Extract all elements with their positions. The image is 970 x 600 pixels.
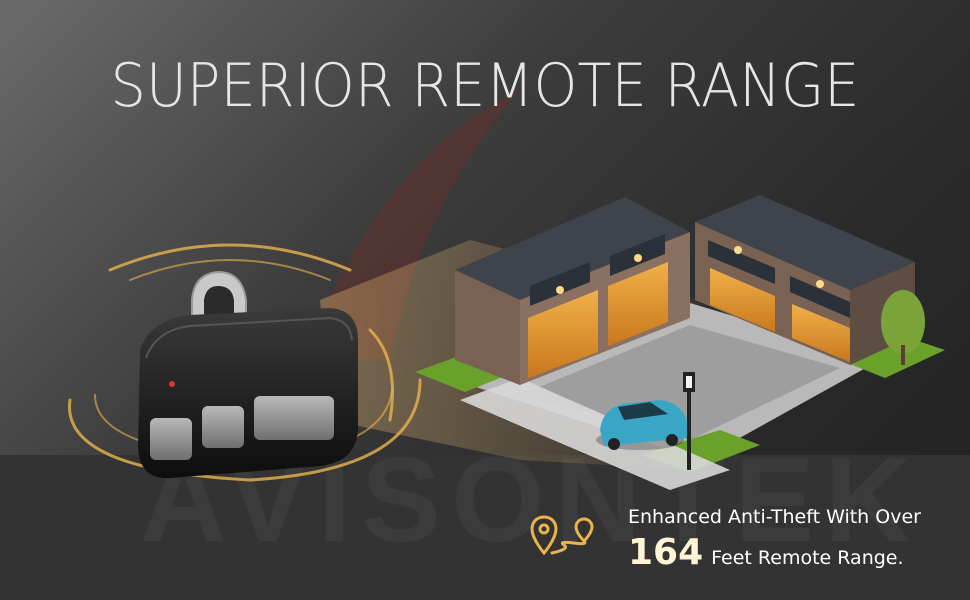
lawn-right bbox=[840, 335, 945, 378]
garage-door-2 bbox=[608, 262, 668, 346]
garage-door-4 bbox=[792, 304, 850, 362]
sidewalk bbox=[460, 378, 730, 490]
street-lamp-pole bbox=[687, 390, 691, 470]
caption-line-2-text: Feet Remote Range. bbox=[711, 547, 904, 569]
tree-trunk bbox=[901, 345, 905, 365]
street-lamp-light bbox=[686, 376, 692, 388]
driveway-tiles bbox=[520, 325, 840, 440]
light-3 bbox=[734, 246, 742, 254]
tree bbox=[881, 290, 925, 354]
building-right-roof bbox=[695, 195, 915, 290]
light-4 bbox=[816, 280, 824, 288]
bottom-band bbox=[0, 455, 970, 600]
headline: SUPERIOR REMOTE RANGE bbox=[110, 51, 860, 121]
light-2 bbox=[634, 254, 642, 262]
feature-caption: Enhanced Anti-Theft With Over 164 Feet R… bbox=[628, 505, 921, 573]
location-route-icon bbox=[530, 515, 594, 556]
caption-line-1: Enhanced Anti-Theft With Over bbox=[628, 506, 921, 528]
remote-button-3 bbox=[254, 396, 334, 440]
led-indicator bbox=[169, 381, 175, 387]
light-1 bbox=[556, 286, 564, 294]
remote-button-2 bbox=[202, 406, 244, 448]
caption-line-2: 164 Feet Remote Range. bbox=[628, 533, 921, 573]
garage-door-3 bbox=[710, 268, 775, 332]
building-left-roof bbox=[455, 197, 690, 300]
window-1 bbox=[530, 262, 590, 306]
garage-remote bbox=[138, 270, 358, 479]
car bbox=[596, 400, 688, 450]
range-number: 164 bbox=[628, 532, 704, 573]
garage-door-1 bbox=[528, 290, 598, 378]
building-left-front bbox=[455, 270, 520, 385]
remote-button-1 bbox=[150, 418, 192, 460]
window-4 bbox=[790, 276, 850, 318]
window-3 bbox=[708, 240, 775, 284]
